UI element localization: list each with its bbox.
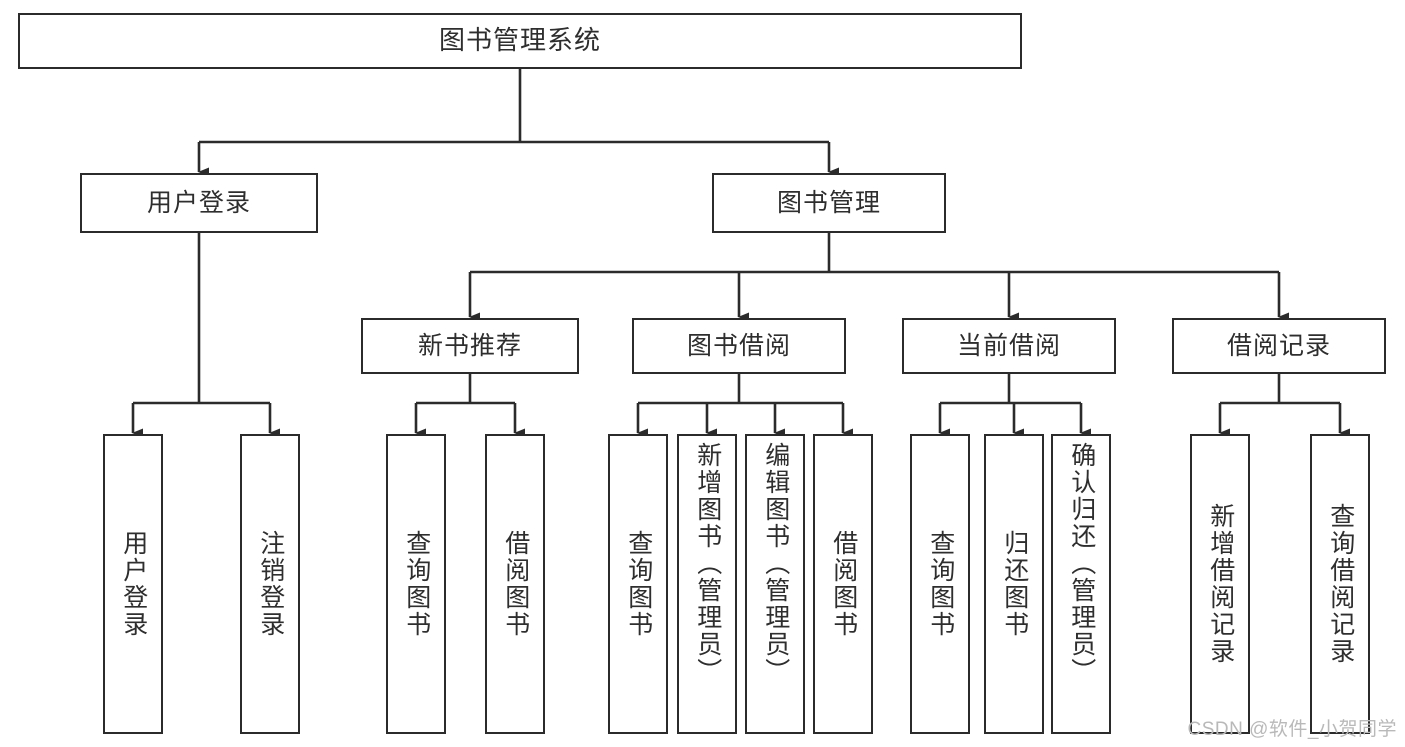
node-l3_09[interactable]: 查询图书: [910, 434, 970, 734]
node-l3_02[interactable]: 注销登录: [240, 434, 300, 734]
edge-group: [131, 69, 1350, 438]
node-label: 归还图书: [1000, 530, 1029, 638]
node-l3_11[interactable]: 确认归还（管理员）: [1051, 434, 1111, 734]
node-l2b[interactable]: 图书借阅: [632, 318, 846, 374]
node-label: 注销登录: [256, 530, 285, 638]
node-l3_06[interactable]: 新增图书（管理员）: [677, 434, 737, 734]
node-label: 查询图书: [402, 530, 431, 638]
node-l2a[interactable]: 新书推荐: [361, 318, 579, 374]
node-l3_10[interactable]: 归还图书: [984, 434, 1044, 734]
node-label: 用户登录: [119, 530, 148, 638]
node-l3_12[interactable]: 新增借阅记录: [1190, 434, 1250, 734]
node-l3_13[interactable]: 查询借阅记录: [1310, 434, 1370, 734]
node-label: 查询图书: [926, 530, 955, 638]
node-l2c[interactable]: 当前借阅: [902, 318, 1116, 374]
node-label: 新增图书（管理员）: [693, 442, 722, 685]
node-label: 确认归还（管理员）: [1067, 442, 1096, 685]
node-label: 当前借阅: [956, 332, 1061, 360]
node-label: 用户登录: [146, 189, 251, 217]
node-l3_07[interactable]: 编辑图书（管理员）: [745, 434, 805, 734]
node-label: 编辑图书（管理员）: [761, 442, 790, 685]
node-label: 图书管理: [776, 189, 881, 217]
node-l1a[interactable]: 用户登录: [80, 173, 318, 233]
node-label: 借阅记录: [1226, 332, 1331, 360]
node-label: 新书推荐: [417, 332, 522, 360]
node-l3_08[interactable]: 借阅图书: [813, 434, 873, 734]
node-l3_05[interactable]: 查询图书: [608, 434, 668, 734]
node-l3_03[interactable]: 查询图书: [386, 434, 446, 734]
node-l2d[interactable]: 借阅记录: [1172, 318, 1386, 374]
node-l1b[interactable]: 图书管理: [712, 173, 946, 233]
node-l3_01[interactable]: 用户登录: [103, 434, 163, 734]
node-label: 图书管理系统: [438, 25, 601, 56]
node-label: 借阅图书: [829, 530, 858, 638]
watermark-credit: CSDN @软件_小贺同学: [1187, 719, 1397, 740]
node-label: 借阅图书: [501, 530, 530, 638]
node-root[interactable]: 图书管理系统: [18, 13, 1022, 69]
node-label: 查询图书: [624, 530, 653, 638]
node-l3_04[interactable]: 借阅图书: [485, 434, 545, 734]
node-label: 图书借阅: [686, 332, 791, 360]
node-label: 查询借阅记录: [1326, 503, 1355, 665]
node-label: 新增借阅记录: [1206, 503, 1235, 665]
